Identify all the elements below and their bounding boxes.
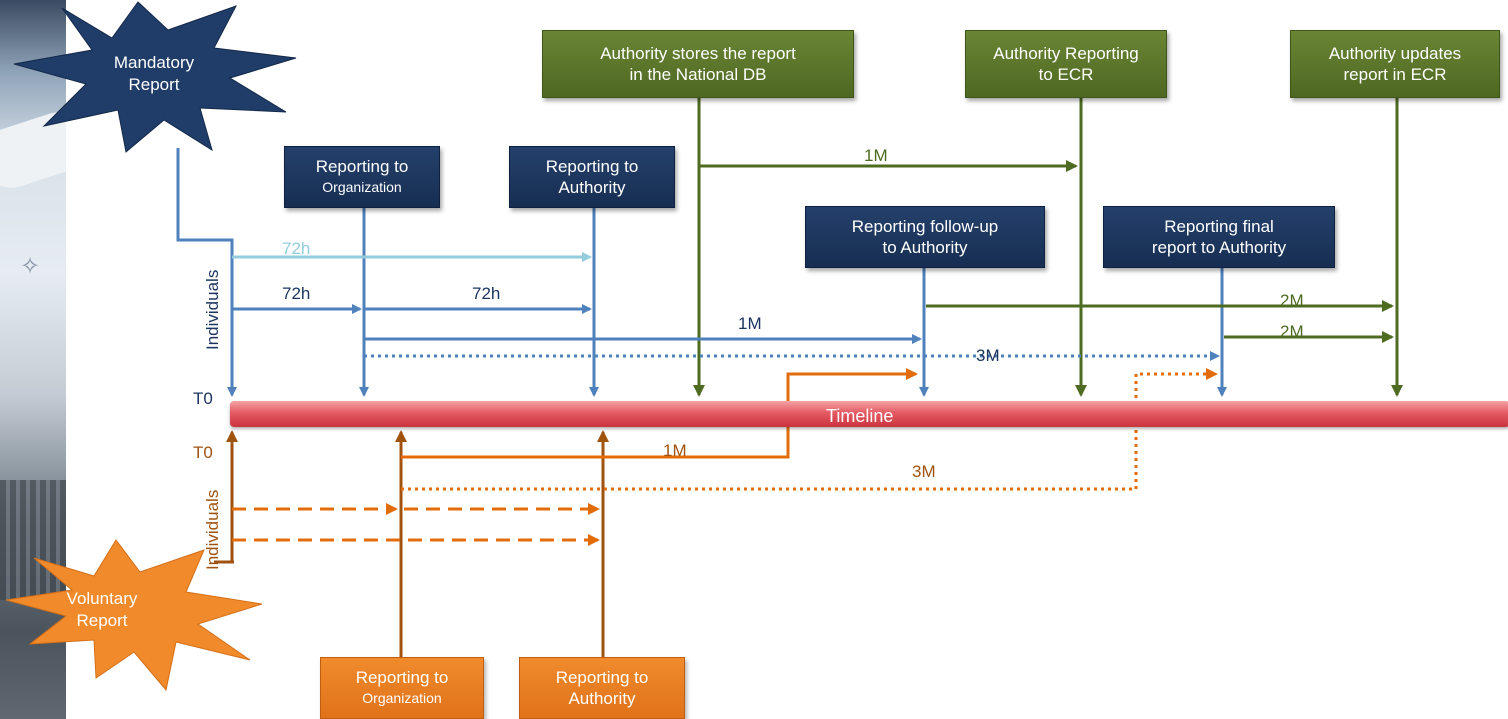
mandatory-report-label: Mandatory Report xyxy=(113,53,195,94)
light-72h-label: 72h xyxy=(282,239,311,258)
t0-bottom-label: T0 xyxy=(193,443,213,462)
green-2m-label-b: 2M xyxy=(1280,322,1304,341)
mandatory-report-star xyxy=(13,1,297,153)
organization-label: Organization xyxy=(322,179,402,195)
orange-organization-label: Organization xyxy=(362,690,442,706)
reporting-to-authority-box: Reporting to Authority xyxy=(509,146,675,208)
blue-72h-label-b: 72h xyxy=(472,284,501,303)
orange-3m-label: 3M xyxy=(912,462,936,481)
authority-stores-box: Authority stores the report in the Natio… xyxy=(542,30,854,98)
voluntary-report-star xyxy=(5,539,263,692)
green-1m-label: 1M xyxy=(864,146,888,165)
reporting-to-organization-box: Reporting to Organization xyxy=(284,146,440,208)
individuals-bottom-label: Individuals xyxy=(203,489,222,570)
reporting-follow-up-box: Reporting follow-up to Authority xyxy=(805,206,1045,268)
voluntary-report-label: Voluntary Report xyxy=(66,589,138,630)
authority-updates-ecr-box: Authority updates report in ECR xyxy=(1290,30,1500,98)
blue-3m-label: 3M xyxy=(976,346,1000,365)
green-2m-label-a: 2M xyxy=(1280,291,1304,310)
blue-72h-label-a: 72h xyxy=(282,284,311,303)
orange-reporting-to-authority-box: Reporting to Authority xyxy=(519,657,685,719)
reporting-to-label: Reporting to xyxy=(315,157,409,176)
ground-equipment-shape xyxy=(0,480,66,600)
reporting-final-box: Reporting final report to Authority xyxy=(1103,206,1335,268)
orange-reporting-to-label: Reporting to xyxy=(355,668,449,687)
orange-1m-label: 1M xyxy=(663,441,687,460)
timeline-label: Timeline xyxy=(826,406,894,426)
alliance-star-icon: ✧ xyxy=(20,253,41,280)
blue-1m-label: 1M xyxy=(738,314,762,333)
authority-reporting-ecr-box: Authority Reporting to ECR xyxy=(965,30,1167,98)
orange-3m-dotted-arrow xyxy=(401,368,1218,491)
t0-top-label: T0 xyxy=(193,389,213,408)
mandatory-path-line xyxy=(176,148,237,397)
timeline-bar xyxy=(230,401,1508,427)
individuals-top-label: Individuals xyxy=(203,269,222,350)
orange-reporting-to-organization-box: Reporting to Organization xyxy=(320,657,484,719)
